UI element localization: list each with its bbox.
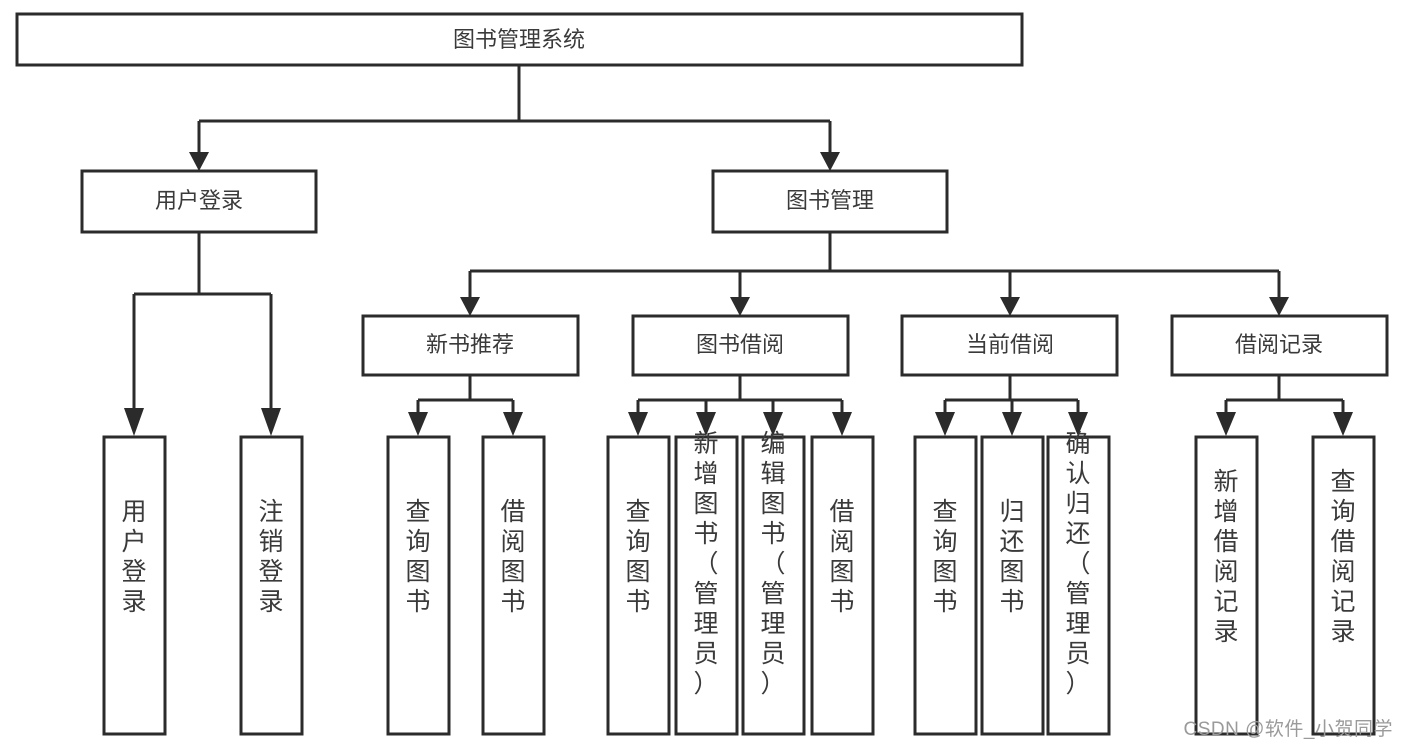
- leaf-node[interactable]: 新增借阅记录: [1194, 435, 1259, 736]
- leaf-node[interactable]: 查询借阅记录: [1311, 435, 1376, 736]
- leaf-node[interactable]: 注销登录: [239, 435, 304, 736]
- node-book-borrow-label: 图书借阅: [696, 332, 784, 357]
- arrow-icon-current-leaf3: [1068, 412, 1088, 436]
- leaf-current-confirm-box[interactable]: [1046, 435, 1111, 736]
- leaf-user-login-box[interactable]: [102, 435, 167, 736]
- arrowhead-layer: [124, 152, 1353, 436]
- node-user-login-label: 用户登录: [155, 188, 243, 213]
- leaf-node[interactable]: 查询图书: [606, 435, 671, 736]
- leaf-borrow-add-label: 新增图书（管理员）: [693, 430, 718, 698]
- arrow-icon-login-leaf2: [261, 408, 281, 436]
- node-book-manage-label: 图书管理: [786, 188, 874, 213]
- node-current-borrow-label: 当前借阅: [966, 332, 1054, 357]
- leaf-node[interactable]: 借阅图书: [481, 435, 546, 736]
- leaf-borrow-book-box[interactable]: [810, 435, 875, 736]
- leaf-node[interactable]: 新增图书（管理员）: [674, 430, 739, 736]
- arrow-icon-borrow-leaf4: [832, 412, 852, 436]
- arrow-icon-current-leaf2: [1002, 412, 1022, 436]
- leaf-node[interactable]: 查询图书: [913, 435, 978, 736]
- arrow-icon-user-login: [189, 152, 209, 171]
- arrow-icon-new-book: [460, 297, 480, 316]
- node-new-book-recommend-label: 新书推荐: [426, 332, 514, 357]
- arrow-icon-record-leaf1: [1216, 412, 1236, 436]
- leaf-node[interactable]: 编辑图书（管理员）: [741, 430, 806, 736]
- node-root-label: 图书管理系统: [453, 27, 585, 52]
- leaf-node[interactable]: 确认归还（管理员）: [1046, 430, 1111, 736]
- leaf-borrow-edit-box[interactable]: [741, 435, 806, 736]
- leaf-current-return-box[interactable]: [980, 435, 1045, 736]
- leaf-current-query-box[interactable]: [913, 435, 978, 736]
- leaf-borrow-query-label: 查询图书: [625, 498, 650, 616]
- leaf-logout-label: 注销登录: [258, 498, 283, 616]
- leaf-node[interactable]: 查询图书: [386, 435, 451, 736]
- node-new-book-recommend[interactable]: 新书推荐: [361, 314, 580, 377]
- node-new-book-recommend-box[interactable]: [361, 314, 580, 377]
- arrow-icon-record-leaf2: [1333, 412, 1353, 436]
- node-book-borrow[interactable]: 图书借阅: [631, 314, 850, 377]
- leaf-node[interactable]: 用户登录: [102, 435, 167, 736]
- leaf-newbook-query-box[interactable]: [386, 435, 451, 736]
- arrow-icon-borrow-leaf2: [696, 412, 716, 436]
- node-borrow-record-label: 借阅记录: [1235, 332, 1323, 357]
- leaf-node[interactable]: 归还图书: [980, 435, 1045, 736]
- leaf-borrow-query-box[interactable]: [606, 435, 671, 736]
- arrow-icon-login-leaf1: [124, 408, 144, 436]
- leaf-current-query-label: 查询图书: [932, 498, 957, 616]
- leaf-newbook-borrow-box[interactable]: [481, 435, 546, 736]
- arrow-icon-newbook-leaf2: [503, 412, 523, 436]
- leaf-node[interactable]: 借阅图书: [810, 435, 875, 736]
- arrow-icon-book-manage: [820, 152, 840, 171]
- node-borrow-record[interactable]: 借阅记录: [1170, 314, 1389, 377]
- node-user-login[interactable]: 用户登录: [80, 169, 318, 234]
- node-current-borrow-box[interactable]: [900, 314, 1119, 377]
- leaf-user-login-label: 用户登录: [121, 498, 146, 616]
- arrow-icon-book-borrow: [730, 297, 750, 316]
- leaf-newbook-query-label: 查询图书: [405, 498, 430, 616]
- node-borrow-record-box[interactable]: [1170, 314, 1389, 377]
- arrow-icon-borrow-leaf3: [763, 412, 783, 436]
- leaf-logout-box[interactable]: [239, 435, 304, 736]
- node-current-borrow[interactable]: 当前借阅: [900, 314, 1119, 377]
- leaf-record-query-label: 查询借阅记录: [1330, 468, 1355, 646]
- leaf-current-confirm-label: 确认归还（管理员）: [1065, 430, 1090, 698]
- arrow-icon-current-borrow: [1000, 297, 1020, 316]
- leaf-borrow-add-box[interactable]: [674, 435, 739, 736]
- leaf-record-query-box[interactable]: [1311, 435, 1376, 736]
- node-root[interactable]: 图书管理系统: [15, 12, 1024, 67]
- leaf-borrow-edit-label: 编辑图书（管理员）: [760, 430, 785, 698]
- arrow-icon-newbook-leaf1: [408, 412, 428, 436]
- node-book-manage-box[interactable]: [711, 169, 949, 234]
- leaf-borrow-book-label: 借阅图书: [829, 498, 854, 616]
- arrow-icon-borrow-record: [1269, 297, 1289, 316]
- leaf-record-add-label: 新增借阅记录: [1213, 468, 1238, 646]
- node-user-login-box[interactable]: [80, 169, 318, 234]
- leaf-newbook-borrow-label: 借阅图书: [500, 498, 525, 616]
- node-book-manage[interactable]: 图书管理: [711, 169, 949, 234]
- arrow-icon-current-leaf1: [935, 412, 955, 436]
- node-root-box[interactable]: [15, 12, 1024, 67]
- leaf-record-add-box[interactable]: [1194, 435, 1259, 736]
- node-book-borrow-box[interactable]: [631, 314, 850, 377]
- arrow-icon-borrow-leaf1: [628, 412, 648, 436]
- leaf-current-return-label: 归还图书: [999, 498, 1024, 616]
